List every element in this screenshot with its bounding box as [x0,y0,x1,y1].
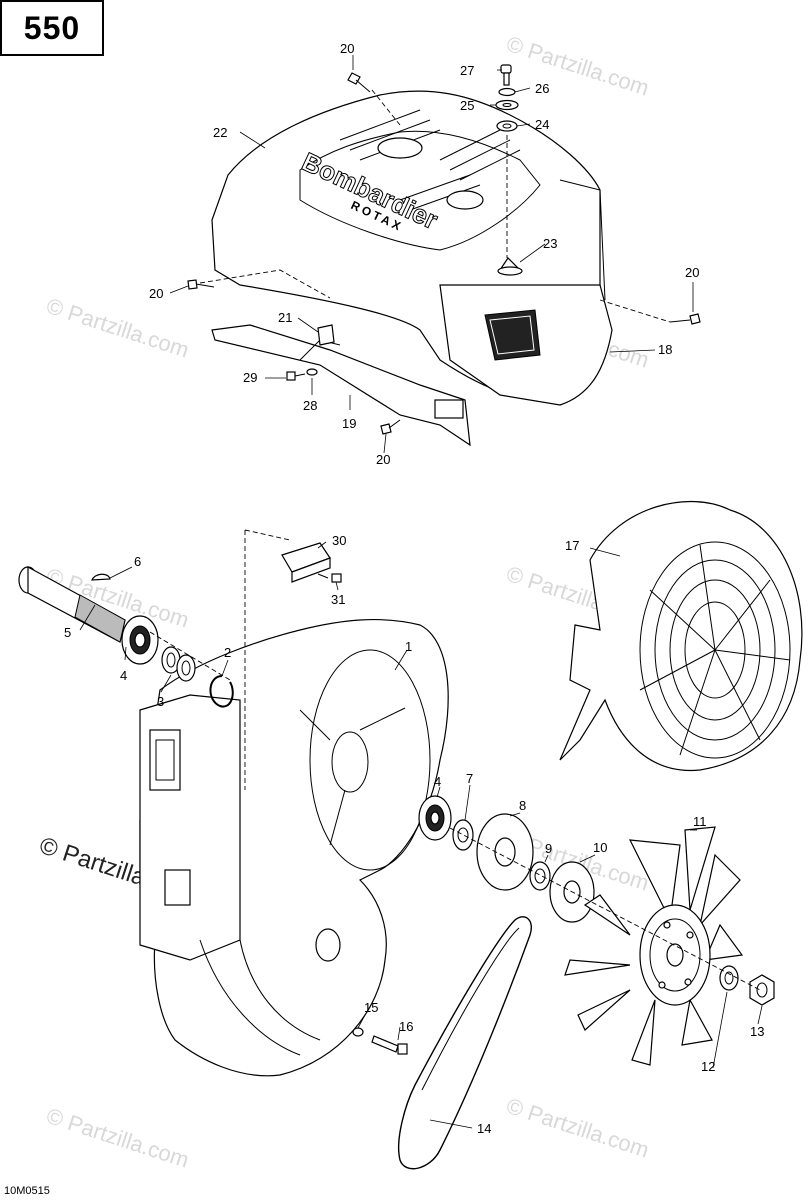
watermark: © Partzilla.com [43,293,192,363]
watermark: © Partzilla.com [43,1103,192,1173]
washer-part-28 [306,368,318,376]
screw-part-20 [187,72,701,435]
shaft-part-5 [18,565,126,643]
alignment-line [244,529,291,541]
callout-5: 5 [64,625,71,640]
callout-20: 20 [376,452,390,467]
callout-8: 8 [519,798,526,813]
rail-part-19 [211,324,471,447]
circlip-part-2 [209,675,234,708]
callout-3: 3 [157,694,164,709]
bearing-part-4 [121,615,159,665]
callout-4: 4 [434,774,441,789]
pulley-half-part-8 [476,813,534,891]
callout-23: 23 [543,236,557,251]
callout-labels: 20 27 26 25 24 22 23 20 20 21 18 29 28 1… [64,41,764,1136]
callout-9: 9 [545,841,552,856]
callout-7: 7 [466,771,473,786]
lock-washer-part-12 [719,965,739,991]
callout-24: 24 [535,117,549,132]
callout-13: 13 [750,1024,764,1039]
callout-4: 4 [120,668,127,683]
page-number: 550 [23,9,81,46]
page-number-box: 550 [0,0,104,56]
callout-17: 17 [565,538,579,553]
belt-inner-line [421,927,520,1091]
callout-12: 12 [701,1059,715,1074]
belt-part-14 [398,916,532,1170]
callout-15: 15 [364,1000,378,1015]
leader-lines [79,55,763,1129]
callout-14: 14 [477,1121,491,1136]
nut-part-13 [749,974,775,1006]
washer-part-7 [452,819,474,851]
callout-30: 30 [332,533,346,548]
callout-2: 2 [224,645,231,660]
callout-29: 29 [243,370,257,385]
callout-27: 27 [460,63,474,78]
watermark: © Partzilla.com [503,1093,652,1163]
callout-19: 19 [342,416,356,431]
callout-20: 20 [149,286,163,301]
callout-1: 1 [405,639,412,654]
callout-11: 11 [693,814,707,829]
cover-vent-slots [339,109,521,211]
spacer-part-9 [529,861,551,891]
callout-16: 16 [399,1019,413,1034]
clip-part-30 [281,542,331,583]
alignment-line [449,827,761,991]
spacer-part-3 [161,646,196,682]
duct-part-18 [439,284,613,406]
callout-31: 31 [331,592,345,607]
bearing-part-4 [418,795,452,841]
bracket-part-21 [317,324,335,346]
callout-18: 18 [658,342,672,357]
bolt-part-16 [371,1035,408,1055]
screw-part-31 [317,573,342,583]
fan-guard-part-17 [559,500,803,772]
alignment-line [199,269,331,299]
callout-26: 26 [535,81,549,96]
callout-6: 6 [134,554,141,569]
fan-housing-part-1 [139,618,449,1077]
screw-part-29 [286,371,306,381]
fastener-stack-24-27 [495,64,519,258]
callout-20: 20 [685,265,699,280]
key-part-6 [91,573,111,581]
callout-25: 25 [460,98,474,113]
grommet-part-23 [497,257,523,276]
callout-10: 10 [593,840,607,855]
watermark: © Partzilla.com [503,31,652,101]
washer-part-15 [352,1027,364,1037]
callout-21: 21 [278,310,292,325]
callout-20: 20 [340,41,354,56]
drawing-code: 10M0515 [4,1185,50,1197]
callout-28: 28 [303,398,317,413]
callout-22: 22 [213,125,227,140]
fan-part-11 [564,826,744,1066]
alignment-line [599,299,671,323]
